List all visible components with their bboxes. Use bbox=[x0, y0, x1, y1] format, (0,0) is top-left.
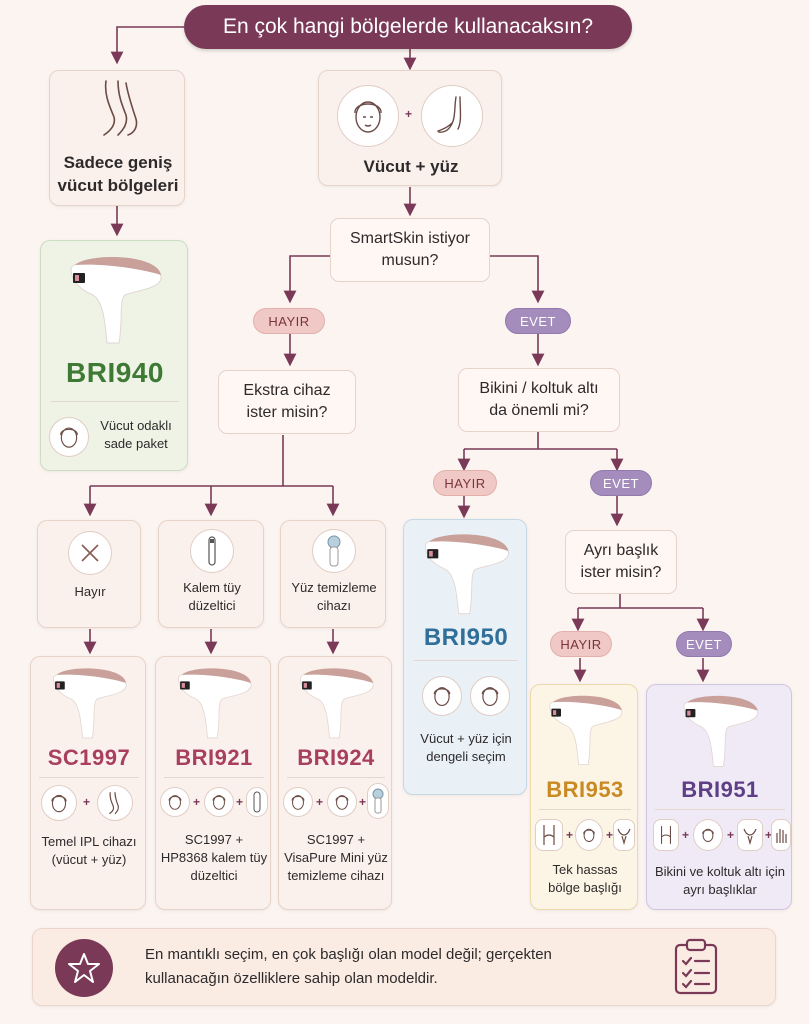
bikini-icon bbox=[613, 819, 635, 851]
ipl-device-image bbox=[53, 668, 127, 739]
footer-text: En mantıklı seçim, en çok başlığı olan m… bbox=[145, 946, 552, 987]
option-no-extra[interactable]: Hayır bbox=[37, 520, 141, 628]
clipboard-icon bbox=[674, 938, 718, 995]
option-body-face-label: Vücut + yüz bbox=[363, 157, 459, 176]
model-card-bri940[interactable]: BRI940 Vücut odaklı sade paket bbox=[40, 240, 188, 471]
trimmer-pen-icon bbox=[190, 529, 234, 573]
model-card-bri953[interactable]: BRI953 + + Tek hassas bölge başlığı bbox=[530, 684, 638, 910]
face-icon bbox=[327, 787, 357, 817]
model-card-sc1997[interactable]: SC1997 + Temel IPL cihazı (vücut + yüz) bbox=[30, 656, 146, 910]
face-icon bbox=[337, 85, 399, 147]
model-name: BRI950 bbox=[423, 624, 509, 651]
face-icon bbox=[204, 787, 234, 817]
armpit-icon bbox=[535, 819, 563, 851]
face-icon bbox=[41, 785, 77, 821]
model-name: BRI953 bbox=[546, 777, 624, 802]
model-card-bri951[interactable]: BRI951 + + + Bikini ve koltuk altı için … bbox=[646, 684, 792, 910]
model-description: SC1997 + VisaPure Mini yüz temizleme cih… bbox=[284, 832, 388, 883]
option-trimmer[interactable]: Kalem tüy düzeltici bbox=[158, 520, 264, 628]
option-label: Yüz temizleme cihazı bbox=[291, 580, 377, 613]
model-name: SC1997 bbox=[47, 745, 131, 770]
question-extra-device: Ekstra cihaz ister misin? bbox=[218, 370, 356, 434]
star-icon bbox=[55, 939, 113, 997]
footer-tip: En mantıklı seçim, en çok başlığı olan m… bbox=[32, 928, 776, 1006]
face-brush-icon bbox=[367, 783, 389, 819]
model-description: SC1997 + HP8368 kalem tüy düzeltici bbox=[160, 832, 268, 883]
option-body-only[interactable]: Sadece geniş vücut bölgeleri bbox=[49, 70, 185, 206]
model-description: Temel IPL cihazı (vücut + yüz) bbox=[41, 834, 137, 867]
answer-yes-smartskin[interactable]: EVET bbox=[505, 308, 571, 334]
answer-no-bikini[interactable]: HAYIR bbox=[433, 470, 497, 496]
model-name: BRI940 bbox=[66, 357, 164, 388]
face-brush-icon bbox=[312, 529, 356, 573]
model-description: Tek hassas bölge başlığı bbox=[548, 862, 622, 895]
model-card-bri950[interactable]: BRI950 Vücut + yüz için dengeli seçim bbox=[403, 519, 527, 795]
question-separate-head: Ayrı başlık ister misin? bbox=[565, 530, 677, 594]
face-icon bbox=[49, 417, 89, 457]
face-icon bbox=[422, 676, 462, 716]
ipl-device-image bbox=[70, 256, 162, 344]
foot-icon bbox=[421, 85, 483, 147]
answer-no-smartskin[interactable]: HAYIR bbox=[253, 308, 325, 334]
answer-yes-head[interactable]: EVET bbox=[676, 631, 732, 657]
hand-icon bbox=[771, 819, 791, 851]
legs-icon bbox=[103, 80, 138, 136]
model-name: BRI924 bbox=[297, 745, 375, 770]
face-icon bbox=[693, 819, 723, 851]
ipl-device-image bbox=[300, 668, 374, 739]
face-icon bbox=[160, 787, 190, 817]
legs-icon bbox=[97, 785, 133, 821]
answer-yes-bikini[interactable]: EVET bbox=[590, 470, 652, 496]
face-icon bbox=[470, 676, 510, 716]
face-icon bbox=[575, 819, 603, 851]
armpit-icon bbox=[653, 819, 679, 851]
question-bikini-armpit: Bikini / koltuk altı da önemli mi? bbox=[458, 368, 620, 432]
model-name: BRI951 bbox=[681, 777, 759, 802]
model-description: Bikini ve koltuk altı için ayrı başlıkla… bbox=[654, 864, 786, 897]
model-card-bri924[interactable]: BRI924 + + SC1997 + VisaPure Mini yüz te… bbox=[278, 656, 392, 910]
model-description: Vücut + yüz için dengeli seçim bbox=[420, 731, 512, 764]
option-face-cleanser[interactable]: Yüz temizleme cihazı bbox=[280, 520, 386, 628]
ipl-device-image bbox=[549, 695, 623, 765]
option-label: Hayır bbox=[74, 584, 106, 599]
option-label: Kalem tüy düzeltici bbox=[183, 580, 241, 613]
option-body-only-label: Sadece geniş vücut bölgeleri bbox=[57, 153, 179, 195]
face-icon bbox=[283, 787, 313, 817]
question-smartskin: SmartSkin istiyor musun? bbox=[330, 218, 490, 282]
bikini-icon bbox=[737, 819, 763, 851]
ipl-device-image bbox=[424, 534, 509, 615]
ipl-device-image bbox=[178, 668, 252, 739]
root-question: En çok hangi bölgelerde kullanacaksın? bbox=[184, 5, 632, 49]
model-card-bri921[interactable]: BRI921 + + SC1997 + HP8368 kalem tüy düz… bbox=[155, 656, 271, 910]
answer-no-head[interactable]: HAYIR bbox=[550, 631, 612, 657]
trimmer-pen-icon bbox=[246, 787, 268, 817]
option-body-face[interactable]: + Vücut + yüz bbox=[318, 70, 502, 186]
model-description: Vücut odaklı sade paket bbox=[100, 418, 172, 451]
x-icon bbox=[68, 531, 112, 575]
ipl-device-image bbox=[683, 695, 759, 767]
model-name: BRI921 bbox=[175, 745, 253, 770]
